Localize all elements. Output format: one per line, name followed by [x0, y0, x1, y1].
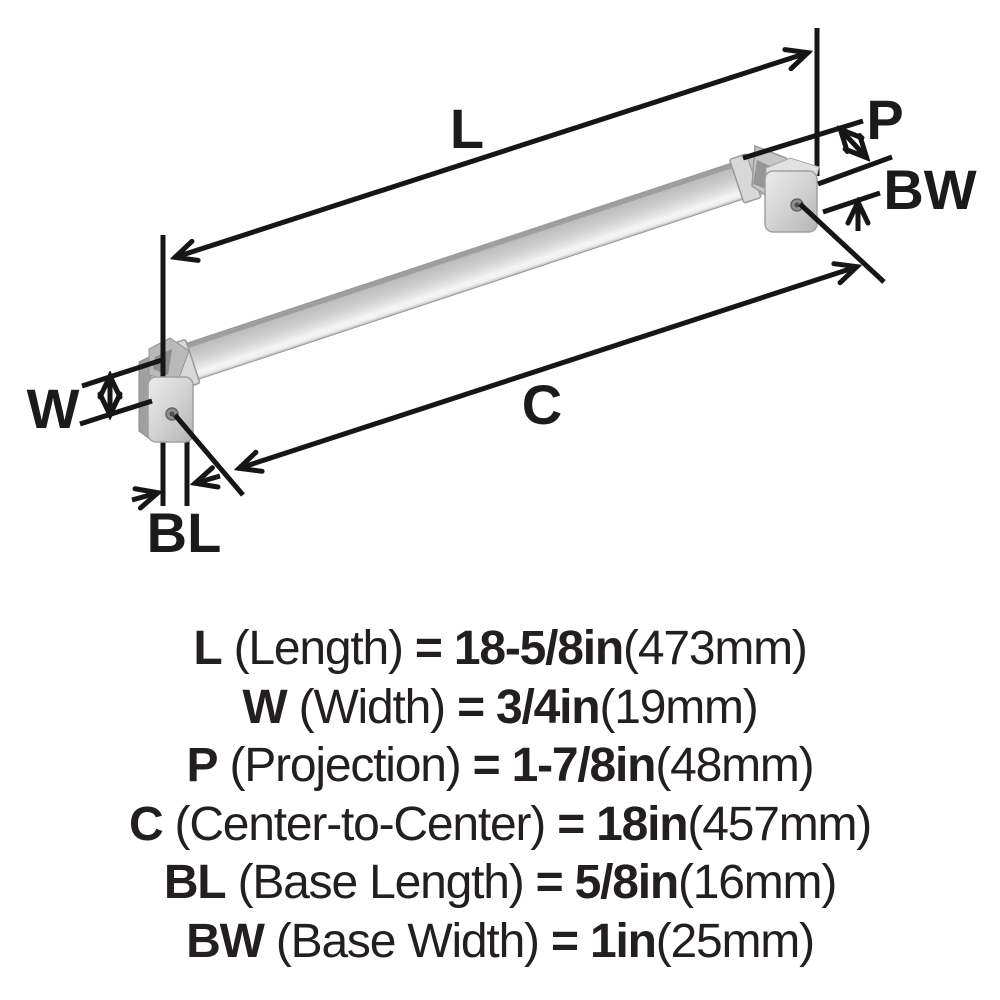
spec-symbol: C: [128, 797, 164, 851]
spec-name: (Projection): [217, 739, 473, 793]
spec-line-L: L (Length) = 18-5/8in(473mm): [0, 620, 1000, 679]
label-L: L: [450, 97, 484, 160]
dimension-line-L: [176, 53, 807, 257]
spec-value: = 18-5/8in: [414, 622, 624, 675]
spec-symbol: BL: [163, 856, 227, 910]
handle-bar-top-edge: [185, 162, 735, 349]
spec-metric: (16mm): [678, 856, 837, 910]
spec-value: = 1-7/8in: [472, 739, 657, 793]
dimension-arrow-P: [841, 130, 866, 157]
dimension-arrow-BL-right: [196, 476, 221, 483]
spec-value: = 3/4in: [457, 680, 601, 734]
spec-metric: (473mm): [623, 622, 808, 675]
spec-value: = 5/8in: [535, 856, 680, 910]
spec-metric: (25mm): [655, 914, 815, 968]
extension-line-right-screw: [798, 202, 886, 284]
handle-bar-body: [185, 161, 746, 381]
right-foot-front-face: [764, 170, 818, 233]
dimension-spec-list: L (Length) = 18-5/8in(473mm)W (Width) = …: [0, 600, 1000, 972]
spec-name: (Length): [221, 622, 415, 675]
spec-symbol: BW: [186, 914, 265, 968]
label-C: C: [522, 373, 562, 436]
spec-name: (Center-to-Center): [162, 797, 558, 851]
spec-line-BL: BL (Base Length) = 5/8in(16mm): [0, 854, 1000, 913]
left-foot-screw-dot: [169, 411, 175, 417]
label-BW: BW: [883, 158, 976, 221]
spec-line-W: W (Width) = 3/4in(19mm): [0, 679, 1000, 738]
handle-diagram: L P BW C W BL: [27, 28, 977, 564]
dimension-line-C: [240, 267, 856, 468]
spec-value: = 1in: [550, 914, 657, 968]
spec-metric: (48mm): [655, 739, 814, 793]
spec-line-C: C (Center-to-Center) = 18in(457mm): [0, 796, 1000, 855]
reference-line-bw-top: [817, 154, 893, 187]
spec-name: (Base Width): [263, 914, 551, 968]
spec-value: = 18in: [557, 797, 688, 851]
extension-line-left-screw: [173, 413, 245, 497]
spec-symbol: P: [186, 739, 219, 793]
spec-metric: (457mm): [687, 797, 872, 851]
spec-line-BW: BW (Base Width) = 1in(25mm): [0, 913, 1000, 972]
spec-symbol: L: [193, 622, 222, 675]
dimension-arrow-BL-left: [131, 493, 157, 500]
spec-name: (Width): [286, 680, 458, 734]
handle-bar: [167, 151, 775, 390]
reference-line-bw-bottom: [822, 190, 881, 215]
label-P: P: [866, 88, 903, 151]
spec-line-P: P (Projection) = 1-7/8in(48mm): [0, 737, 1000, 796]
reference-line-p-top: [742, 118, 864, 161]
label-BL: BL: [147, 501, 222, 564]
spec-symbol: W: [242, 680, 287, 734]
right-foot-screw-dot: [794, 202, 800, 208]
label-W: W: [27, 377, 80, 440]
spec-metric: (19mm): [599, 680, 758, 734]
spec-name: (Base Length): [225, 856, 536, 910]
